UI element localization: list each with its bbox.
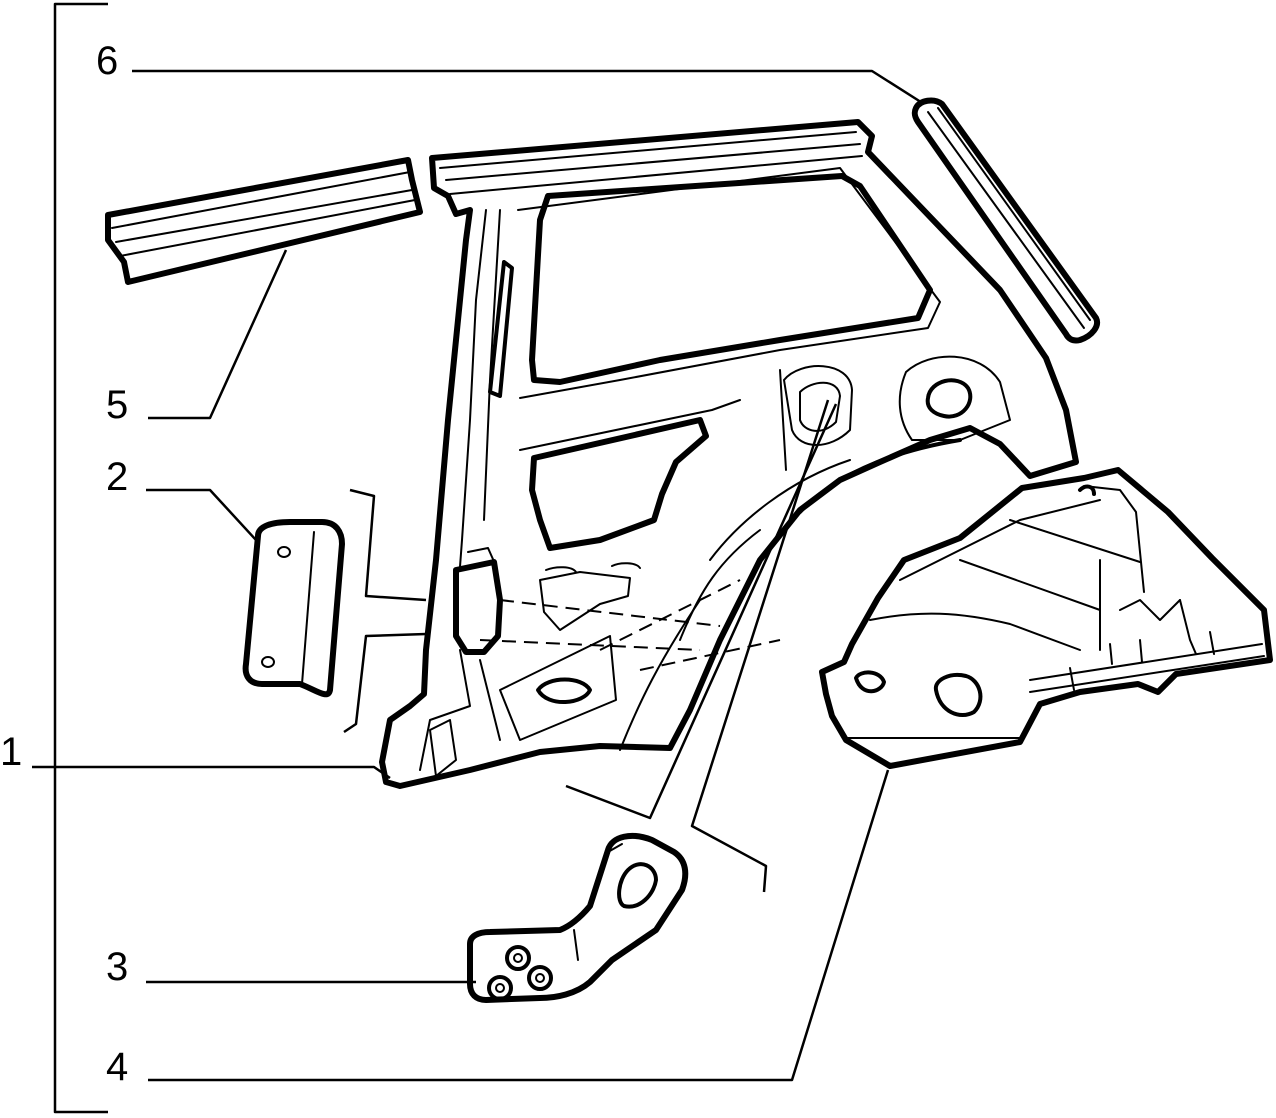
leader-part-4 xyxy=(148,769,890,1082)
part-4-wheel-housing xyxy=(819,467,1273,769)
part-2-reinforcement-plate xyxy=(242,519,345,698)
part-1-side-panel xyxy=(379,119,1079,789)
callout-6: 6 xyxy=(96,39,118,83)
part-3-hinge-bracket xyxy=(467,832,689,1003)
part-5-roof-rail xyxy=(105,157,423,285)
callout-5: 5 xyxy=(106,383,128,427)
position-bracket-lower xyxy=(343,632,427,734)
leader-part-2 xyxy=(146,488,257,541)
leader-part-1 xyxy=(32,765,391,780)
callout-2: 2 xyxy=(106,455,128,499)
leader-part-6 xyxy=(132,69,925,106)
position-bracket-upper xyxy=(349,488,427,602)
leader-part-3-b xyxy=(690,399,830,893)
assembly-bracket xyxy=(53,2,108,1114)
leader-part-3-a xyxy=(565,403,838,820)
leader-part-5 xyxy=(148,249,288,420)
callout-3: 3 xyxy=(106,945,128,989)
part-6-trim-strip xyxy=(911,97,1100,344)
callout-4: 4 xyxy=(106,1045,128,1089)
callout-1: 1 xyxy=(0,730,22,774)
